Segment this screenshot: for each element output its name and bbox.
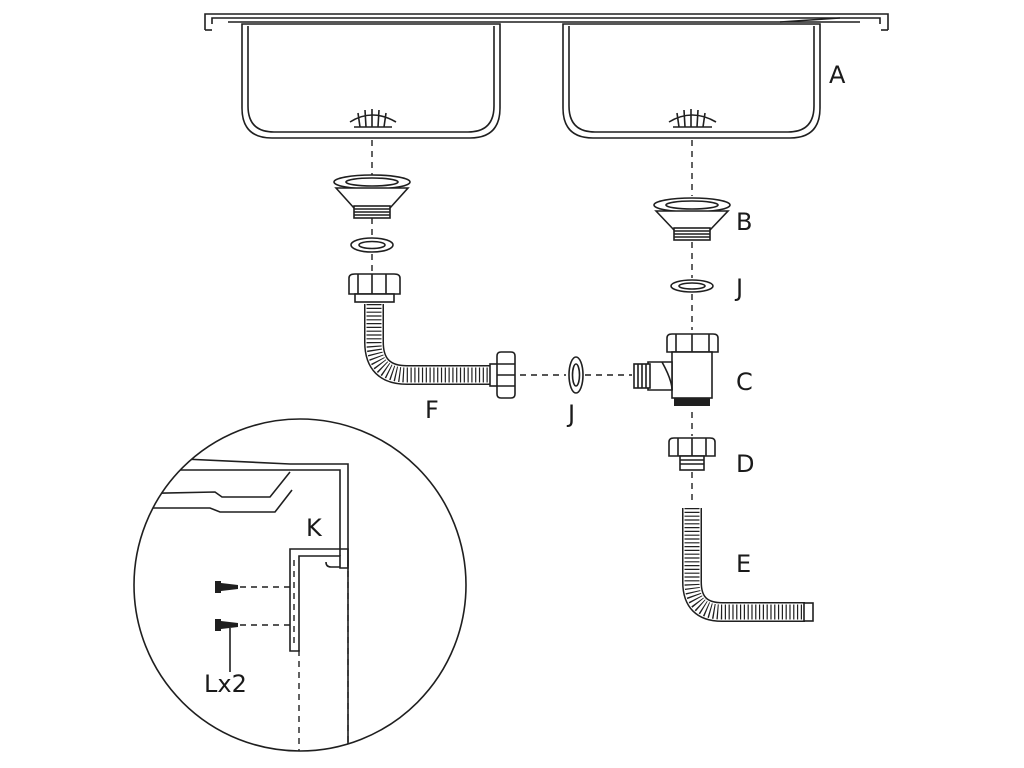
sealing-washer-icon bbox=[350, 237, 394, 253]
label-outlet-hose: E bbox=[736, 550, 751, 578]
drain-strainer-icon bbox=[333, 174, 411, 219]
bowl-drain-left-icon bbox=[349, 109, 397, 128]
tee-connector-icon bbox=[633, 333, 719, 406]
corrugated-hose-icon bbox=[682, 508, 814, 622]
mounting-clip-icon bbox=[289, 548, 349, 652]
label-nut-adapter: D bbox=[736, 450, 754, 478]
sealing-washer-icon bbox=[670, 279, 714, 293]
drain-strainer-icon bbox=[653, 197, 731, 241]
label-washer-right: J bbox=[734, 274, 743, 302]
label-washer-middle: J bbox=[566, 400, 575, 428]
nut-adapter-icon bbox=[668, 437, 716, 471]
label-strainer: B bbox=[736, 208, 752, 236]
label-sink: A bbox=[829, 61, 846, 89]
bowl-drain-right-icon bbox=[668, 109, 717, 128]
label-tee: C bbox=[736, 368, 753, 396]
label-connector-hose: F bbox=[425, 396, 439, 424]
screw-icon bbox=[215, 581, 290, 593]
label-clip: K bbox=[306, 514, 323, 542]
detail-magnifier: K Lx2 bbox=[133, 418, 467, 752]
sealing-washer-icon bbox=[568, 356, 584, 394]
double-bowl-sink-icon bbox=[204, 13, 889, 139]
screw-icon bbox=[215, 619, 290, 631]
label-screws: Lx2 bbox=[204, 670, 247, 698]
alignment-lines bbox=[371, 140, 693, 505]
corrugated-hose-icon bbox=[348, 273, 516, 399]
